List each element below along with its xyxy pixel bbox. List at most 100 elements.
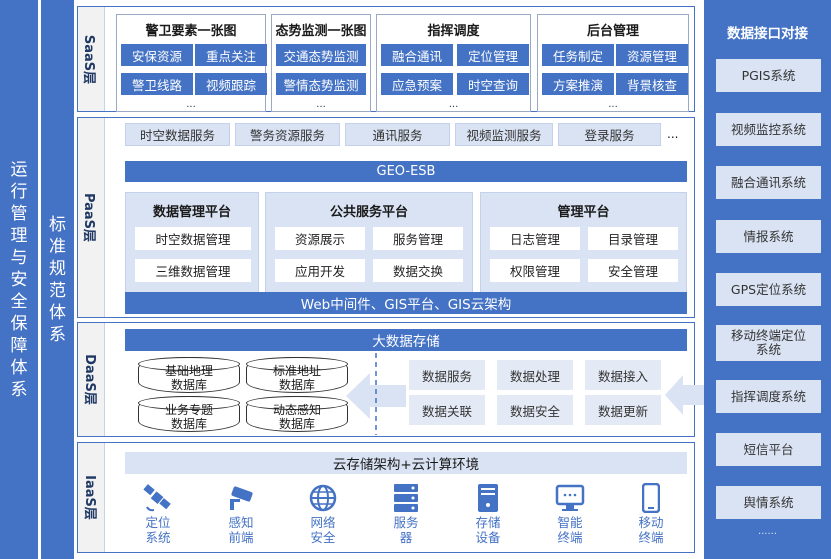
monitor-icon	[555, 484, 585, 511]
daas-data-access[interactable]: 数据接入	[585, 360, 661, 390]
saas-group-title: 警卫要素一张图	[145, 24, 237, 39]
database-basic-geography: 基础地理数据库	[138, 357, 240, 393]
paas-group-title: 数据管理平台	[152, 205, 231, 220]
paas-layer-label: PaaS层	[78, 118, 105, 317]
iaas-server: 服务器	[371, 483, 441, 545]
saas-item-location-mgmt[interactable]: 定位管理	[457, 44, 529, 66]
paas-item-security-mgmt[interactable]: 安全管理	[588, 259, 678, 282]
server-icon	[394, 484, 418, 512]
paas-item-permission-mgmt[interactable]: 权限管理	[490, 259, 580, 282]
saas-item-video-tracking[interactable]: 视频跟踪	[195, 73, 267, 95]
saas-group-command-dispatch: 指挥调度 融合通讯 定位管理 应急预案 时空查询 ...	[376, 14, 531, 112]
paas-item-3d-data-mgmt[interactable]: 三维数据管理	[135, 259, 251, 282]
saas-item-background-check[interactable]: 背景核查	[616, 73, 688, 95]
interface-sms-platform[interactable]: 短信平台	[716, 433, 821, 466]
saas-group-more: ...	[186, 99, 196, 110]
saas-group-more: ...	[608, 99, 618, 110]
interface-command-dispatch[interactable]: 指挥调度系统	[716, 380, 821, 413]
saas-layer: SaaS层 警卫要素一张图 安保资源 重点关注 警卫线路 视频跟踪 ... 态势…	[77, 6, 695, 112]
interface-mobile-terminal-positioning[interactable]: 移动终端定位系统	[716, 325, 821, 361]
saas-item-spatiotemporal-query[interactable]: 时空查询	[457, 73, 529, 95]
database-dynamic-sensing: 动态感知数据库	[246, 396, 348, 432]
saas-group-backend-mgmt: 后台管理 任务制定 资源管理 方案推演 背景核查 ...	[537, 14, 689, 112]
geo-esb-bar: GEO-ESB	[125, 161, 687, 182]
paas-layer: PaaS层 时空数据服务 警务资源服务 通讯服务 视频监测服务 登录服务 ...…	[77, 117, 695, 318]
paas-service-communication[interactable]: 通讯服务	[345, 123, 450, 146]
interface-pgis[interactable]: PGIS系统	[716, 59, 821, 92]
paas-services-more: ...	[667, 127, 679, 141]
iaas-smart-terminal: 智能终端	[535, 483, 605, 545]
cloud-architecture-bar: 云存储架构+云计算环境	[125, 452, 687, 474]
globe-icon	[309, 484, 337, 512]
saas-group-more: ...	[448, 99, 459, 110]
paas-service-video-monitoring[interactable]: 视频监测服务	[455, 123, 553, 146]
database-standard-address: 标准地址数据库	[246, 357, 348, 393]
saas-item-resource-mgmt[interactable]: 资源管理	[616, 44, 688, 66]
saas-group-security-map: 警卫要素一张图 安保资源 重点关注 警卫线路 视频跟踪 ...	[116, 14, 267, 112]
saas-item-incident-monitoring[interactable]: 警情态势监测	[276, 73, 366, 95]
paas-service-login[interactable]: 登录服务	[558, 123, 661, 146]
paas-item-resource-display[interactable]: 资源展示	[275, 227, 365, 250]
security-system-column: 运行管理与安全保障体系	[0, 0, 38, 559]
iaas-sensing-frontend: 感知前端	[206, 483, 276, 545]
paas-item-spatiotemporal-data-mgmt[interactable]: 时空数据管理	[135, 227, 251, 250]
saas-group-more: ...	[316, 99, 326, 110]
saas-item-key-focus[interactable]: 重点关注	[195, 44, 267, 66]
left-arrow-icon	[346, 373, 406, 419]
security-system-label: 运行管理与安全保障体系	[10, 159, 28, 400]
interface-intelligence[interactable]: 情报系统	[716, 220, 821, 253]
saas-group-title: 后台管理	[586, 24, 639, 39]
daas-layer: DaaS层 大数据存储 基础地理数据库 标准地址数据库 业务专题数据库 动态感知…	[77, 322, 695, 437]
standards-system-column: 标准规范体系	[41, 0, 74, 559]
paas-group-title: 公共服务平台	[329, 205, 408, 220]
iaas-layer: IaaS层 云存储架构+云计算环境 定位系统 感知前端 网络安全	[77, 442, 695, 553]
data-interface-title: 数据接口对接	[727, 26, 808, 42]
paas-item-data-exchange[interactable]: 数据交换	[373, 259, 463, 282]
storage-icon	[478, 484, 498, 512]
daas-data-service[interactable]: 数据服务	[409, 360, 485, 390]
saas-item-security-resources[interactable]: 安保资源	[121, 44, 193, 66]
daas-data-security[interactable]: 数据安全	[497, 395, 573, 425]
saas-group-title: 指挥调度	[427, 24, 480, 39]
database-business-topic: 业务专题数据库	[138, 396, 240, 432]
interface-video-surveillance[interactable]: 视频监控系统	[716, 113, 821, 146]
saas-item-plan-simulation[interactable]: 方案推演	[542, 73, 614, 95]
middleware-bar: Web中间件、GIS平台、GIS云架构	[125, 292, 687, 314]
interface-public-opinion[interactable]: 舆情系统	[716, 486, 821, 519]
daas-data-update[interactable]: 数据更新	[585, 395, 661, 425]
saas-item-fusion-comm[interactable]: 融合通讯	[381, 44, 453, 66]
daas-data-processing[interactable]: 数据处理	[497, 360, 573, 390]
saas-item-emergency-plan[interactable]: 应急预案	[381, 73, 453, 95]
paas-item-catalog-mgmt[interactable]: 目录管理	[588, 227, 678, 250]
daas-layer-label: DaaS层	[78, 323, 105, 436]
satellite-icon	[143, 484, 171, 512]
paas-item-service-mgmt[interactable]: 服务管理	[373, 227, 463, 250]
interface-arrow-icon	[665, 375, 707, 415]
paas-item-log-mgmt[interactable]: 日志管理	[490, 227, 580, 250]
saas-item-traffic-monitoring[interactable]: 交通态势监测	[276, 44, 366, 66]
mobile-phone-icon	[642, 483, 660, 513]
interface-more: ......	[757, 526, 778, 537]
data-interface-panel: 数据接口对接 PGIS系统 视频监控系统 融合通讯系统 情报系统 GPS定位系统…	[704, 0, 831, 559]
paas-item-app-development[interactable]: 应用开发	[275, 259, 365, 282]
iaas-network-security: 网络安全	[288, 483, 358, 545]
divider-dashed-line	[375, 353, 377, 435]
saas-group-title: 态势监测一张图	[275, 24, 367, 39]
data-management-platform: 数据管理平台 时空数据管理 三维数据管理	[125, 192, 259, 300]
saas-group-situation-map: 态势监测一张图 交通态势监测 警情态势监测 ...	[271, 14, 371, 112]
interface-fusion-comm[interactable]: 融合通讯系统	[716, 166, 821, 199]
iaas-positioning-system: 定位系统	[123, 483, 193, 545]
cctv-camera-icon	[230, 486, 253, 510]
iaas-layer-label: IaaS层	[78, 443, 105, 552]
big-data-storage-bar: 大数据存储	[125, 329, 687, 351]
daas-data-association[interactable]: 数据关联	[409, 395, 485, 425]
iaas-mobile-terminal: 移动终端	[616, 483, 686, 545]
saas-item-guard-route[interactable]: 警卫线路	[121, 73, 193, 95]
saas-layer-label: SaaS层	[78, 7, 105, 111]
interface-gps-positioning[interactable]: GPS定位系统	[716, 273, 821, 306]
paas-service-spatiotemporal[interactable]: 时空数据服务	[125, 123, 230, 146]
paas-service-police-resources[interactable]: 警务资源服务	[235, 123, 340, 146]
saas-item-task-making[interactable]: 任务制定	[542, 44, 614, 66]
standards-system-label: 标准规范体系	[49, 214, 66, 345]
iaas-storage-device: 存储设备	[453, 483, 523, 545]
